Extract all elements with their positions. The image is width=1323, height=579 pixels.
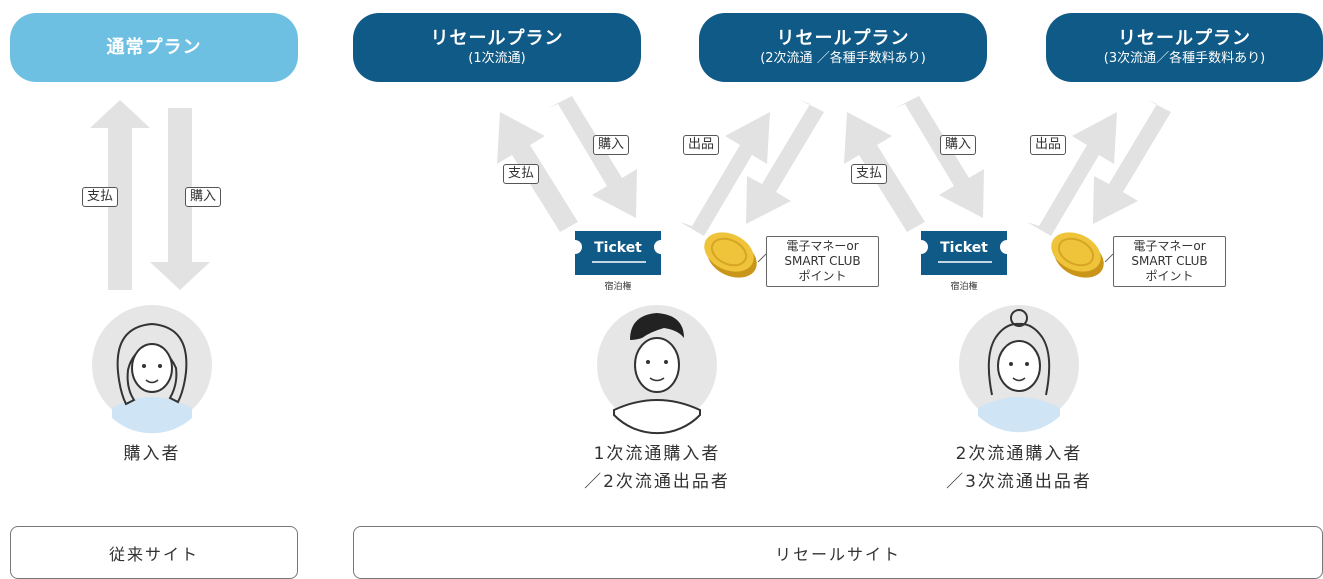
tag-list: 出品 bbox=[1030, 135, 1067, 155]
plan-resale-2-title: リセールプラン bbox=[776, 27, 910, 49]
coin-icon bbox=[704, 232, 757, 278]
buyer-label-text: 購入者 bbox=[123, 444, 181, 464]
plan-resale-3: リセールプラン (3次流通／各種手数料あり) bbox=[1046, 13, 1323, 82]
resale-site-label: リセールサイト bbox=[774, 544, 901, 564]
avatar-person-1 bbox=[597, 305, 717, 435]
person-1-label: 1次流通購入者 ／2次流通出品者 bbox=[557, 440, 757, 496]
plan-resale-1-title: リセールプラン bbox=[430, 27, 564, 49]
arrow-up-pay bbox=[90, 100, 150, 290]
plan-normal: 通常プラン bbox=[10, 13, 298, 82]
payment-callout: 電子マネーor SMART CLUB ポイント bbox=[766, 236, 879, 287]
arrow-diag-buy-2 bbox=[895, 96, 984, 218]
plan-resale-2-sub: (2次流通 ／各種手数料あり) bbox=[760, 50, 926, 66]
person-2-label-line2: ／3次流通出品者 bbox=[946, 472, 1092, 492]
tag-pay: 支払 bbox=[851, 164, 888, 184]
callout-line1: 電子マネーor bbox=[786, 239, 859, 253]
arrow-diag-return-2 bbox=[1093, 100, 1171, 224]
plan-resale-1: リセールプラン (1次流通) bbox=[353, 13, 641, 82]
ticket-icon bbox=[575, 231, 661, 275]
callout-line3: ポイント bbox=[1145, 269, 1194, 283]
tag-list: 出品 bbox=[683, 135, 720, 155]
tag-pay: 支払 bbox=[82, 187, 119, 207]
arrow-diag-return-1 bbox=[746, 100, 824, 224]
plan-resale-2: リセールプラン (2次流通 ／各種手数料あり) bbox=[699, 13, 987, 82]
arrow-diag-buy-1 bbox=[548, 96, 637, 218]
resale-site-box: リセールサイト bbox=[353, 526, 1323, 579]
plan-resale-3-sub: (3次流通／各種手数料あり) bbox=[1103, 50, 1266, 66]
callout-line1: 電子マネーor bbox=[1133, 239, 1206, 253]
legacy-site-box: 従来サイト bbox=[10, 526, 298, 579]
person-1-label-line1: 1次流通購入者 bbox=[593, 444, 721, 464]
ticket-icon bbox=[921, 231, 1007, 275]
arrow-diag-pay-1 bbox=[497, 112, 585, 232]
ticket-caption: 宿泊権 bbox=[604, 282, 632, 292]
ticket-caption: 宿泊権 bbox=[950, 282, 978, 292]
person-2-label: 2次流通購入者 ／3次流通出品者 bbox=[919, 440, 1119, 496]
legacy-site-label: 従来サイト bbox=[108, 544, 199, 564]
ticket-label: Ticket bbox=[594, 240, 642, 256]
callout-line2: SMART CLUB bbox=[1131, 254, 1208, 268]
callout-line3: ポイント bbox=[798, 269, 847, 283]
tag-buy: 購入 bbox=[940, 135, 977, 155]
tag-pay: 支払 bbox=[503, 164, 540, 184]
plan-resale-3-title: リセールプラン bbox=[1118, 27, 1251, 49]
tag-buy: 購入 bbox=[593, 135, 630, 155]
avatar-person-2 bbox=[959, 305, 1079, 433]
coin-icon bbox=[1051, 232, 1104, 278]
callout-line2: SMART CLUB bbox=[784, 254, 861, 268]
tag-buy: 購入 bbox=[185, 187, 222, 207]
plan-normal-title: 通常プラン bbox=[106, 36, 202, 58]
arrow-diag-list-1 bbox=[680, 112, 770, 236]
payment-callout: 電子マネーor SMART CLUB ポイント bbox=[1113, 236, 1226, 287]
arrow-down-buy bbox=[150, 108, 210, 290]
person-1-label-line2: ／2次流通出品者 bbox=[584, 472, 730, 492]
arrow-diag-list-2 bbox=[1027, 112, 1117, 236]
plan-resale-1-sub: (1次流通) bbox=[468, 50, 526, 66]
ticket-label: Ticket bbox=[940, 240, 988, 256]
buyer-label: 購入者 bbox=[72, 440, 232, 468]
person-2-label-line1: 2次流通購入者 bbox=[955, 444, 1083, 464]
arrow-diag-pay-2 bbox=[844, 112, 932, 232]
avatar-buyer bbox=[92, 305, 212, 434]
